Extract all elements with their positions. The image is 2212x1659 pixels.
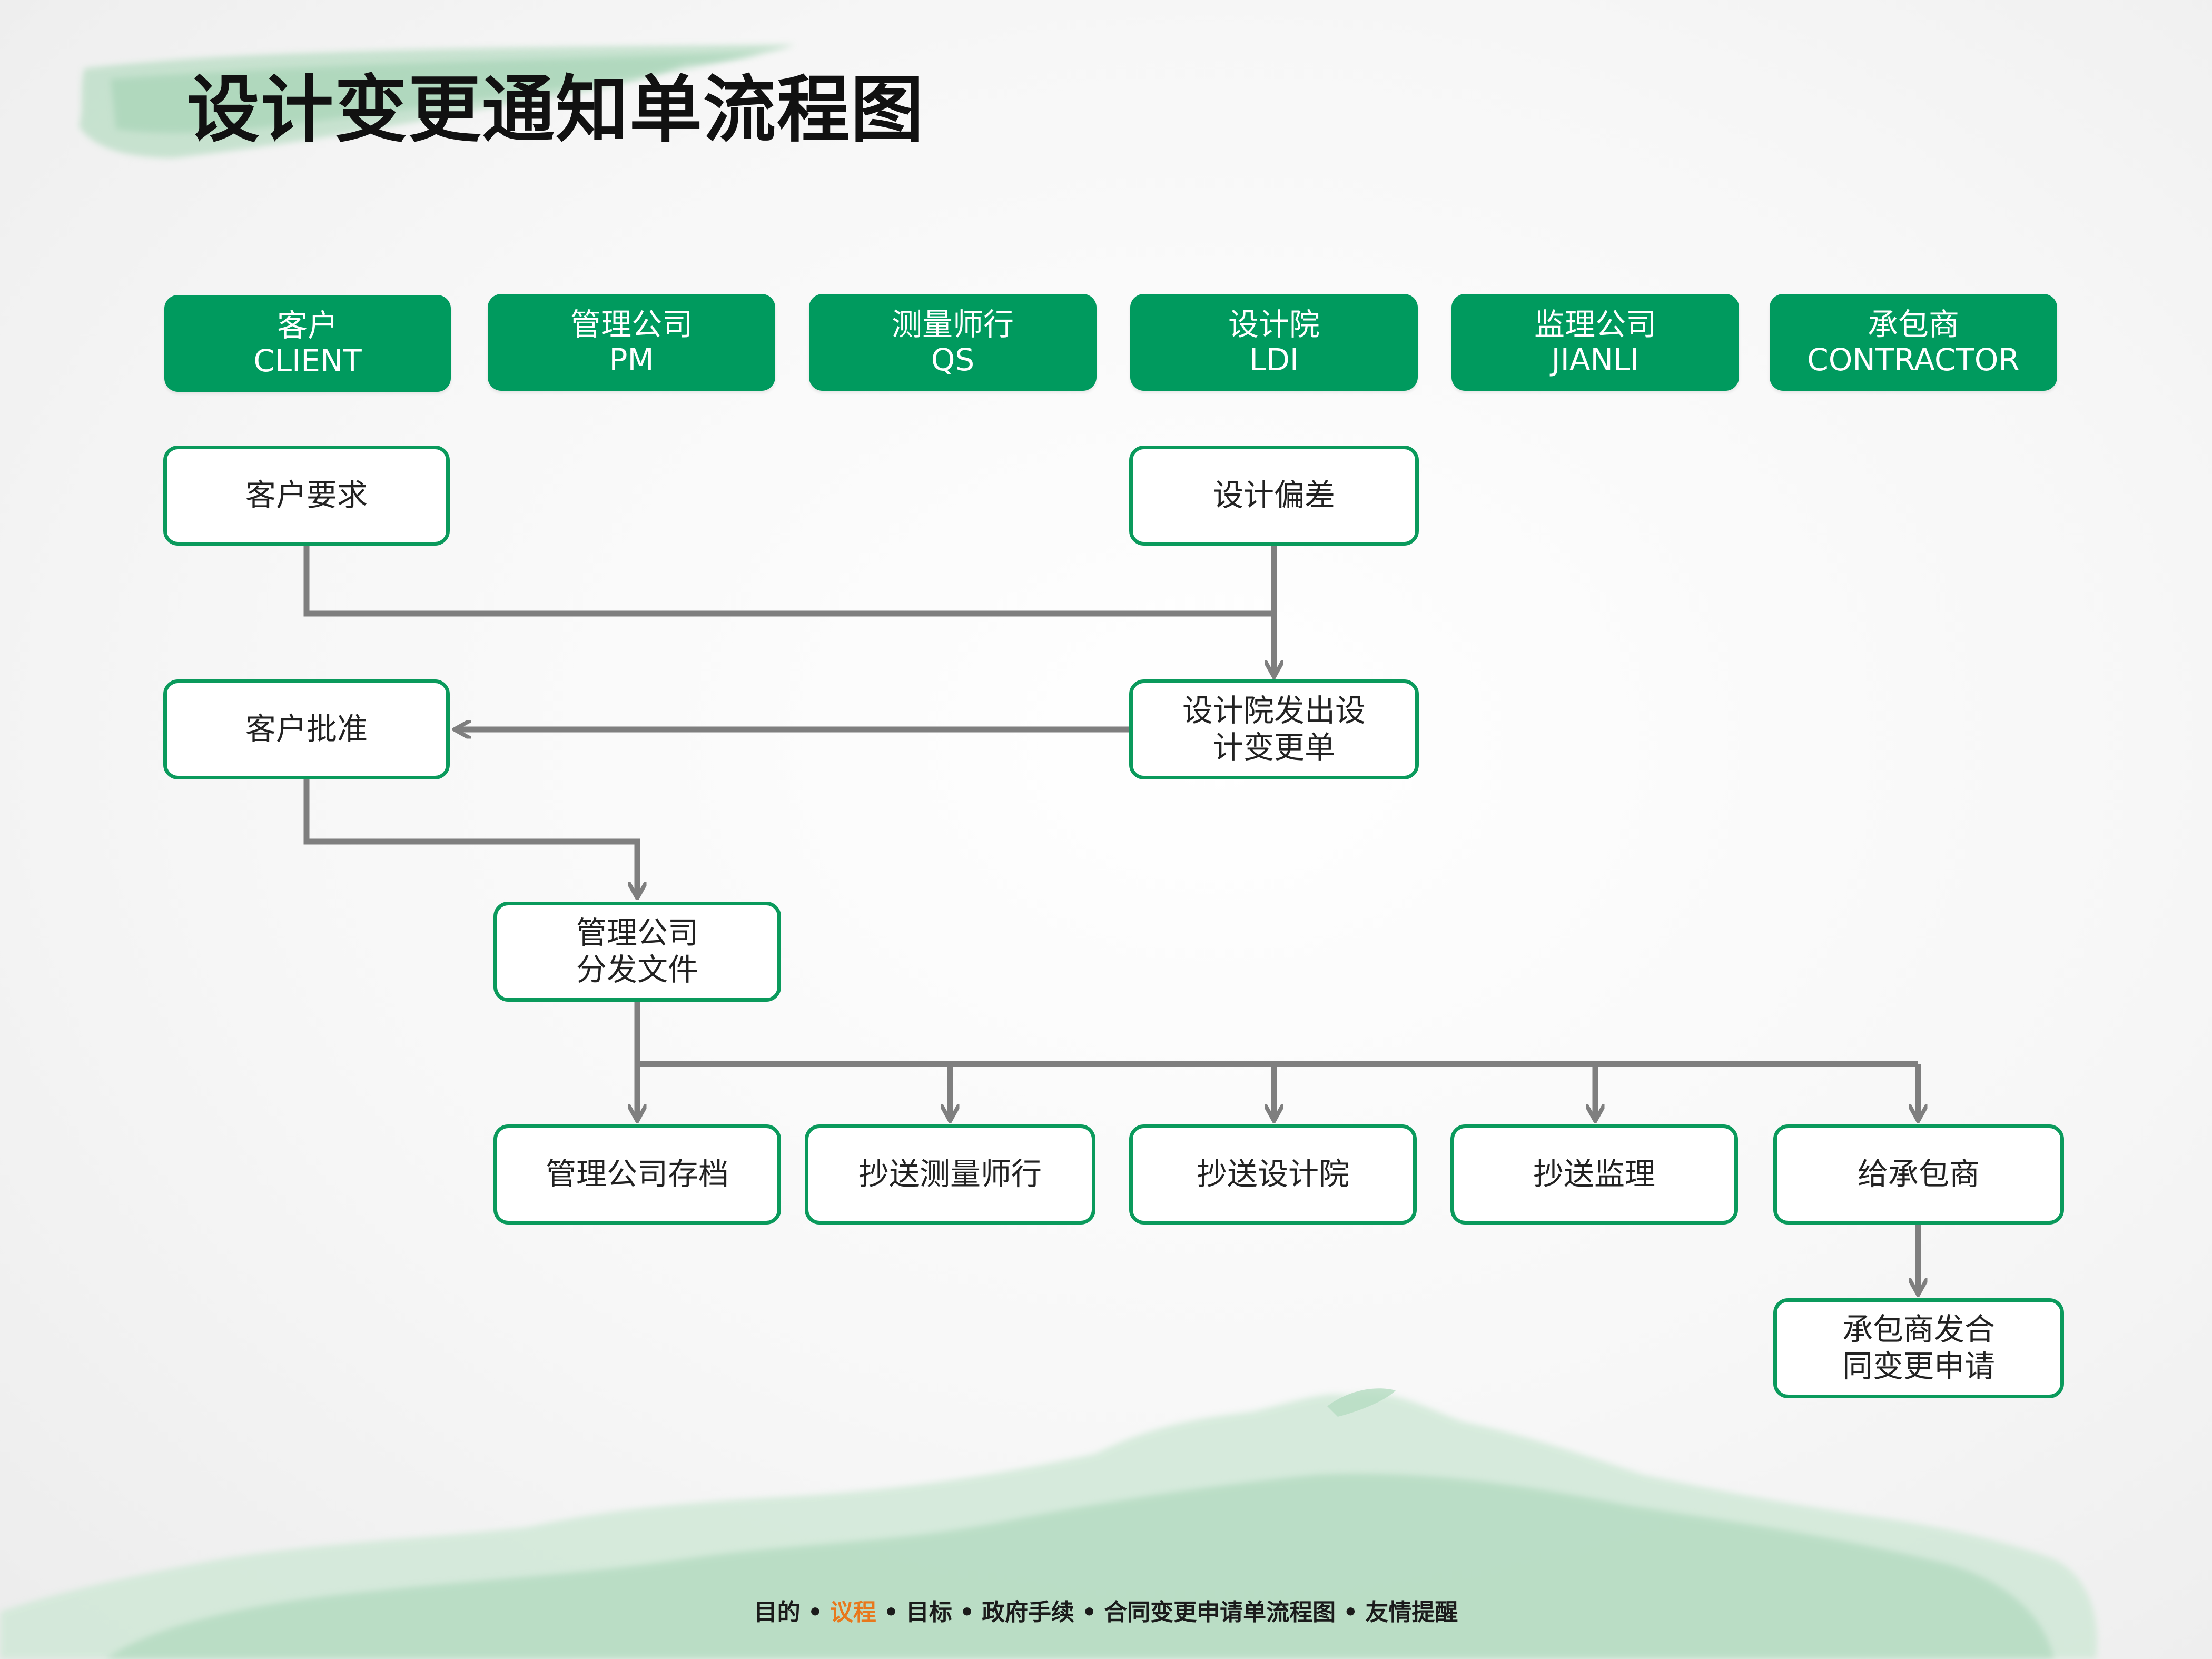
nav-separator-dot: • [883,1599,898,1626]
lane-header-sublabel: PM [609,342,654,378]
lane-header-label: 设计院 [1228,307,1320,343]
footer-nav-item-agenda[interactable]: 议程 [829,1599,876,1626]
footer-nav-item-government[interactable]: 政府手续 [982,1599,1075,1626]
lane-header-client: 客户 CLIENT [164,295,451,392]
node-pm-archive: 管理公司存档 [493,1124,781,1224]
nav-separator-dot: • [959,1599,975,1626]
lane-header-sublabel: QS [931,342,975,378]
node-label: 客户要求 [245,477,368,514]
node-label: 客户批准 [245,711,368,747]
node-client-approval: 客户批准 [163,679,450,779]
nav-separator-dot: • [807,1599,823,1626]
lane-header-pm: 管理公司 PM [488,294,775,391]
connector-approval-to-distribute [303,779,637,896]
footer-nav-item-contract-flow[interactable]: 合同变更申请单流程图 [1104,1599,1336,1626]
node-label: 管理公司存档 [545,1156,729,1192]
lane-header-jianli: 监理公司 JIANLI [1451,294,1739,391]
node-copy-qs: 抄送测量师行 [805,1124,1095,1224]
lane-header-label: 监理公司 [1534,307,1656,343]
node-contractor-request: 承包商发合 同变更申请 [1773,1298,2064,1398]
node-label: 抄送测量师行 [858,1156,1042,1192]
lane-header-label: 管理公司 [570,307,693,343]
lane-header-label: 承包商 [1867,307,1959,343]
footer-nav-item-goal[interactable]: 目标 [905,1599,952,1626]
node-label: 分发文件 [576,952,698,987]
page-title: 设计变更通知单流程图 [187,67,925,152]
footer-nav-item-purpose[interactable]: 目的 [754,1599,801,1626]
node-label: 承包商发合 [1842,1311,1995,1348]
footer-nav-item-reminder[interactable]: 友情提醒 [1365,1599,1458,1626]
node-design-deviation: 设计偏差 [1129,446,1419,546]
node-label: 计变更单 [1212,729,1335,765]
node-pm-distribute: 管理公司 分发文件 [493,902,781,1002]
lane-header-label: 测量师行 [891,307,1014,343]
nav-separator-dot: • [1082,1599,1097,1626]
lane-header-sublabel: JIANLI [1551,342,1640,378]
node-client-request: 客户要求 [163,446,450,546]
lane-header-sublabel: CONTRACTOR [1807,342,2020,378]
lane-header-ldi: 设计院 LDI [1130,294,1418,391]
node-label: 给承包商 [1857,1156,1980,1192]
footer-nav: 目的•议程•目标•政府手续•合同变更申请单流程图•友情提醒 [0,1593,2212,1627]
node-label: 管理公司 [576,915,698,951]
node-label: 设计偏差 [1212,477,1335,514]
node-copy-ldi: 抄送设计院 [1129,1124,1417,1224]
node-to-contractor: 给承包商 [1773,1124,2064,1224]
connector-request-to-merge [303,545,1274,617]
node-label: 同变更申请 [1842,1348,1995,1384]
connector-distribute-bus [634,1002,1918,1067]
node-ldi-issue-change: 设计院发出设 计变更单 [1129,679,1419,779]
lane-header-sublabel: CLIENT [253,343,362,379]
node-label: 抄送设计院 [1196,1156,1349,1192]
lane-header-qs: 测量师行 QS [809,294,1097,391]
node-label: 设计院发出设 [1182,693,1366,729]
lane-header-label: 客户 [276,308,338,344]
node-copy-jianli: 抄送监理 [1450,1124,1738,1224]
node-label: 抄送监理 [1533,1156,1655,1192]
nav-separator-dot: • [1343,1599,1358,1626]
lane-header-sublabel: LDI [1249,342,1299,378]
lane-header-contractor: 承包商 CONTRACTOR [1770,294,2057,391]
